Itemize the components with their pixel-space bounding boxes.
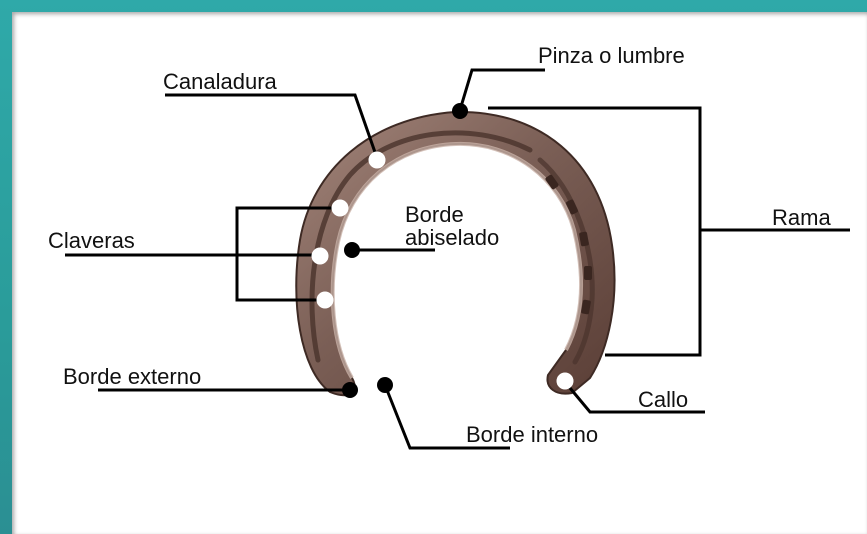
leader-canaladura: [165, 93, 379, 159]
bevel-edge: [330, 141, 583, 380]
marker-pinza: [452, 103, 468, 119]
marker-clavera-2: [311, 247, 329, 265]
label-borde-abiselado-2: abiselado: [405, 225, 499, 250]
label-borde-abiselado-1: Borde: [405, 202, 464, 227]
marker-borde-interno: [377, 377, 393, 393]
label-rama: Rama: [772, 205, 831, 230]
leader-borde-interno: [383, 384, 510, 450]
black-markers: [342, 103, 468, 398]
label-claveras: Claveras: [48, 228, 135, 253]
marker-borde-externo: [342, 382, 358, 398]
marker-canaladura: [368, 151, 386, 169]
label-pinza: Pinza o lumbre: [538, 43, 685, 68]
nail-holes-right: [545, 174, 592, 315]
label-canaladura: Canaladura: [163, 69, 278, 94]
label-borde-interno: Borde interno: [466, 422, 598, 447]
horseshoe-body: [295, 110, 616, 397]
leader-callo: [563, 381, 705, 414]
horseshoe: [295, 110, 616, 397]
labels: Pinza o lumbre Canaladura Borde abiselad…: [48, 43, 831, 447]
marker-clavera-3: [316, 291, 334, 309]
marker-borde-abiselado: [344, 242, 360, 258]
leader-lines: [65, 68, 850, 450]
marker-callo: [556, 372, 574, 390]
leader-pinza: [458, 68, 545, 111]
white-markers: [311, 151, 574, 390]
label-callo: Callo: [638, 387, 688, 412]
label-borde-externo: Borde externo: [63, 364, 201, 389]
marker-clavera-1: [331, 199, 349, 217]
groove-right: [537, 157, 595, 365]
